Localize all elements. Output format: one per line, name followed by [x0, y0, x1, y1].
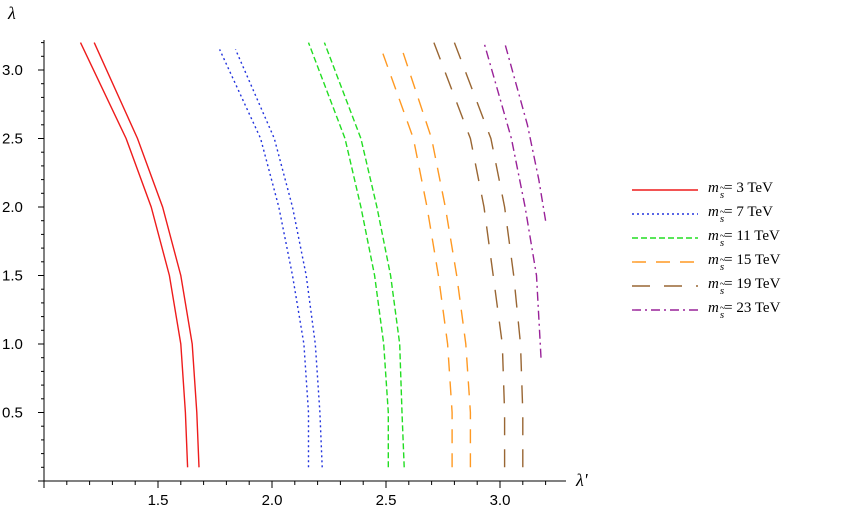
legend-item: m~s= 19 TeV: [630, 276, 845, 300]
legend-symbol: m: [708, 180, 719, 196]
series-line-23-tev-lower: [483, 42, 542, 358]
y-tick-label: 1.0: [2, 336, 23, 353]
legend-label: m~s= 7 TeV: [708, 204, 773, 225]
series-line-15-tev-lower: [380, 49, 453, 468]
legend-symbol: m: [708, 204, 719, 220]
legend-tilde: ~: [719, 231, 726, 242]
legend-item: m~s= 23 TeV: [630, 300, 845, 324]
legend-value: = 11 TeV: [724, 228, 780, 244]
legend-label: m~s= 3 TeV: [708, 180, 773, 201]
legend-symbol: m: [708, 276, 719, 292]
y-tick-label: 2.0: [2, 199, 23, 216]
axes: [38, 40, 566, 488]
x-tick-label: 2.5: [376, 492, 397, 509]
series-line-19-tev-lower: [433, 42, 506, 468]
series-line-7-tev-lower: [218, 49, 310, 468]
series-line-11-tev-upper: [323, 42, 405, 468]
legend-subscript: ~s: [719, 256, 725, 273]
legend-symbol: m: [708, 252, 719, 268]
legend-tilde: ~: [719, 207, 726, 218]
legend-subscript: ~s: [719, 232, 725, 249]
series-line-23-tev-upper: [503, 42, 547, 221]
x-tick-label: 3.0: [490, 492, 511, 509]
legend-subscript-letter: s: [719, 261, 725, 273]
legend-item: m~s= 7 TeV: [630, 204, 845, 228]
legend-subscript-letter: s: [719, 309, 725, 321]
curves: [79, 42, 547, 468]
x-axis-label: λ': [575, 470, 589, 490]
legend-tilde: ~: [719, 279, 726, 290]
series-line-15-tev-upper: [401, 49, 472, 468]
y-tick-label: 1.5: [2, 268, 23, 285]
legend-swatch: [632, 237, 698, 239]
legend-swatch: [632, 309, 698, 311]
legend-label: m~s= 23 TeV: [708, 300, 781, 321]
legend-swatch: [632, 213, 698, 215]
legend-label: m~s= 11 TeV: [708, 228, 780, 249]
legend-item: m~s= 3 TeV: [630, 180, 845, 204]
series-line-3-tev-upper: [93, 42, 200, 468]
legend-swatch: [632, 189, 698, 191]
y-tick-label: 0.5: [2, 405, 23, 422]
legend-subscript-letter: s: [719, 189, 725, 201]
legend-item: m~s= 15 TeV: [630, 252, 845, 276]
series-line-3-tev-lower: [79, 42, 189, 468]
series-line-19-tev-upper: [453, 42, 524, 468]
legend-subscript: ~s: [719, 208, 725, 225]
legend-tilde: ~: [719, 303, 726, 314]
legend-tilde: ~: [719, 255, 726, 266]
ticks: 1.5 2.0 2.5 3.0 0.5 1.0 1.5 2.0 2.5 3.0: [2, 42, 547, 509]
legend-subscript: ~s: [719, 184, 725, 201]
x-tick-label: 1.5: [148, 492, 169, 509]
legend-swatch: [632, 285, 698, 287]
legend-value: = 3 TeV: [724, 180, 773, 196]
series-line-7-tev-upper: [234, 49, 323, 468]
legend-value: = 7 TeV: [724, 204, 773, 220]
legend-symbol: m: [708, 300, 719, 316]
legend-value: = 19 TeV: [724, 276, 781, 292]
legend-subscript-letter: s: [719, 213, 725, 225]
y-axis-label: λ: [7, 3, 16, 23]
legend-item: m~s= 11 TeV: [630, 228, 845, 252]
legend-label: m~s= 15 TeV: [708, 252, 781, 273]
legend-tilde: ~: [719, 183, 726, 194]
legend-symbol: m: [708, 228, 719, 244]
legend-swatch: [632, 261, 698, 263]
x-tick-label: 2.0: [262, 492, 283, 509]
legend-subscript-letter: s: [719, 285, 725, 297]
legend-subscript: ~s: [719, 304, 725, 321]
legend-value: = 23 TeV: [724, 300, 781, 316]
series-line-11-tev-lower: [307, 42, 389, 468]
y-tick-label: 3.0: [2, 62, 23, 79]
legend-subscript-letter: s: [719, 237, 725, 249]
legend-value: = 15 TeV: [724, 252, 781, 268]
legend-label: m~s= 19 TeV: [708, 276, 781, 297]
legend-subscript: ~s: [719, 280, 725, 297]
y-tick-label: 2.5: [2, 131, 23, 148]
